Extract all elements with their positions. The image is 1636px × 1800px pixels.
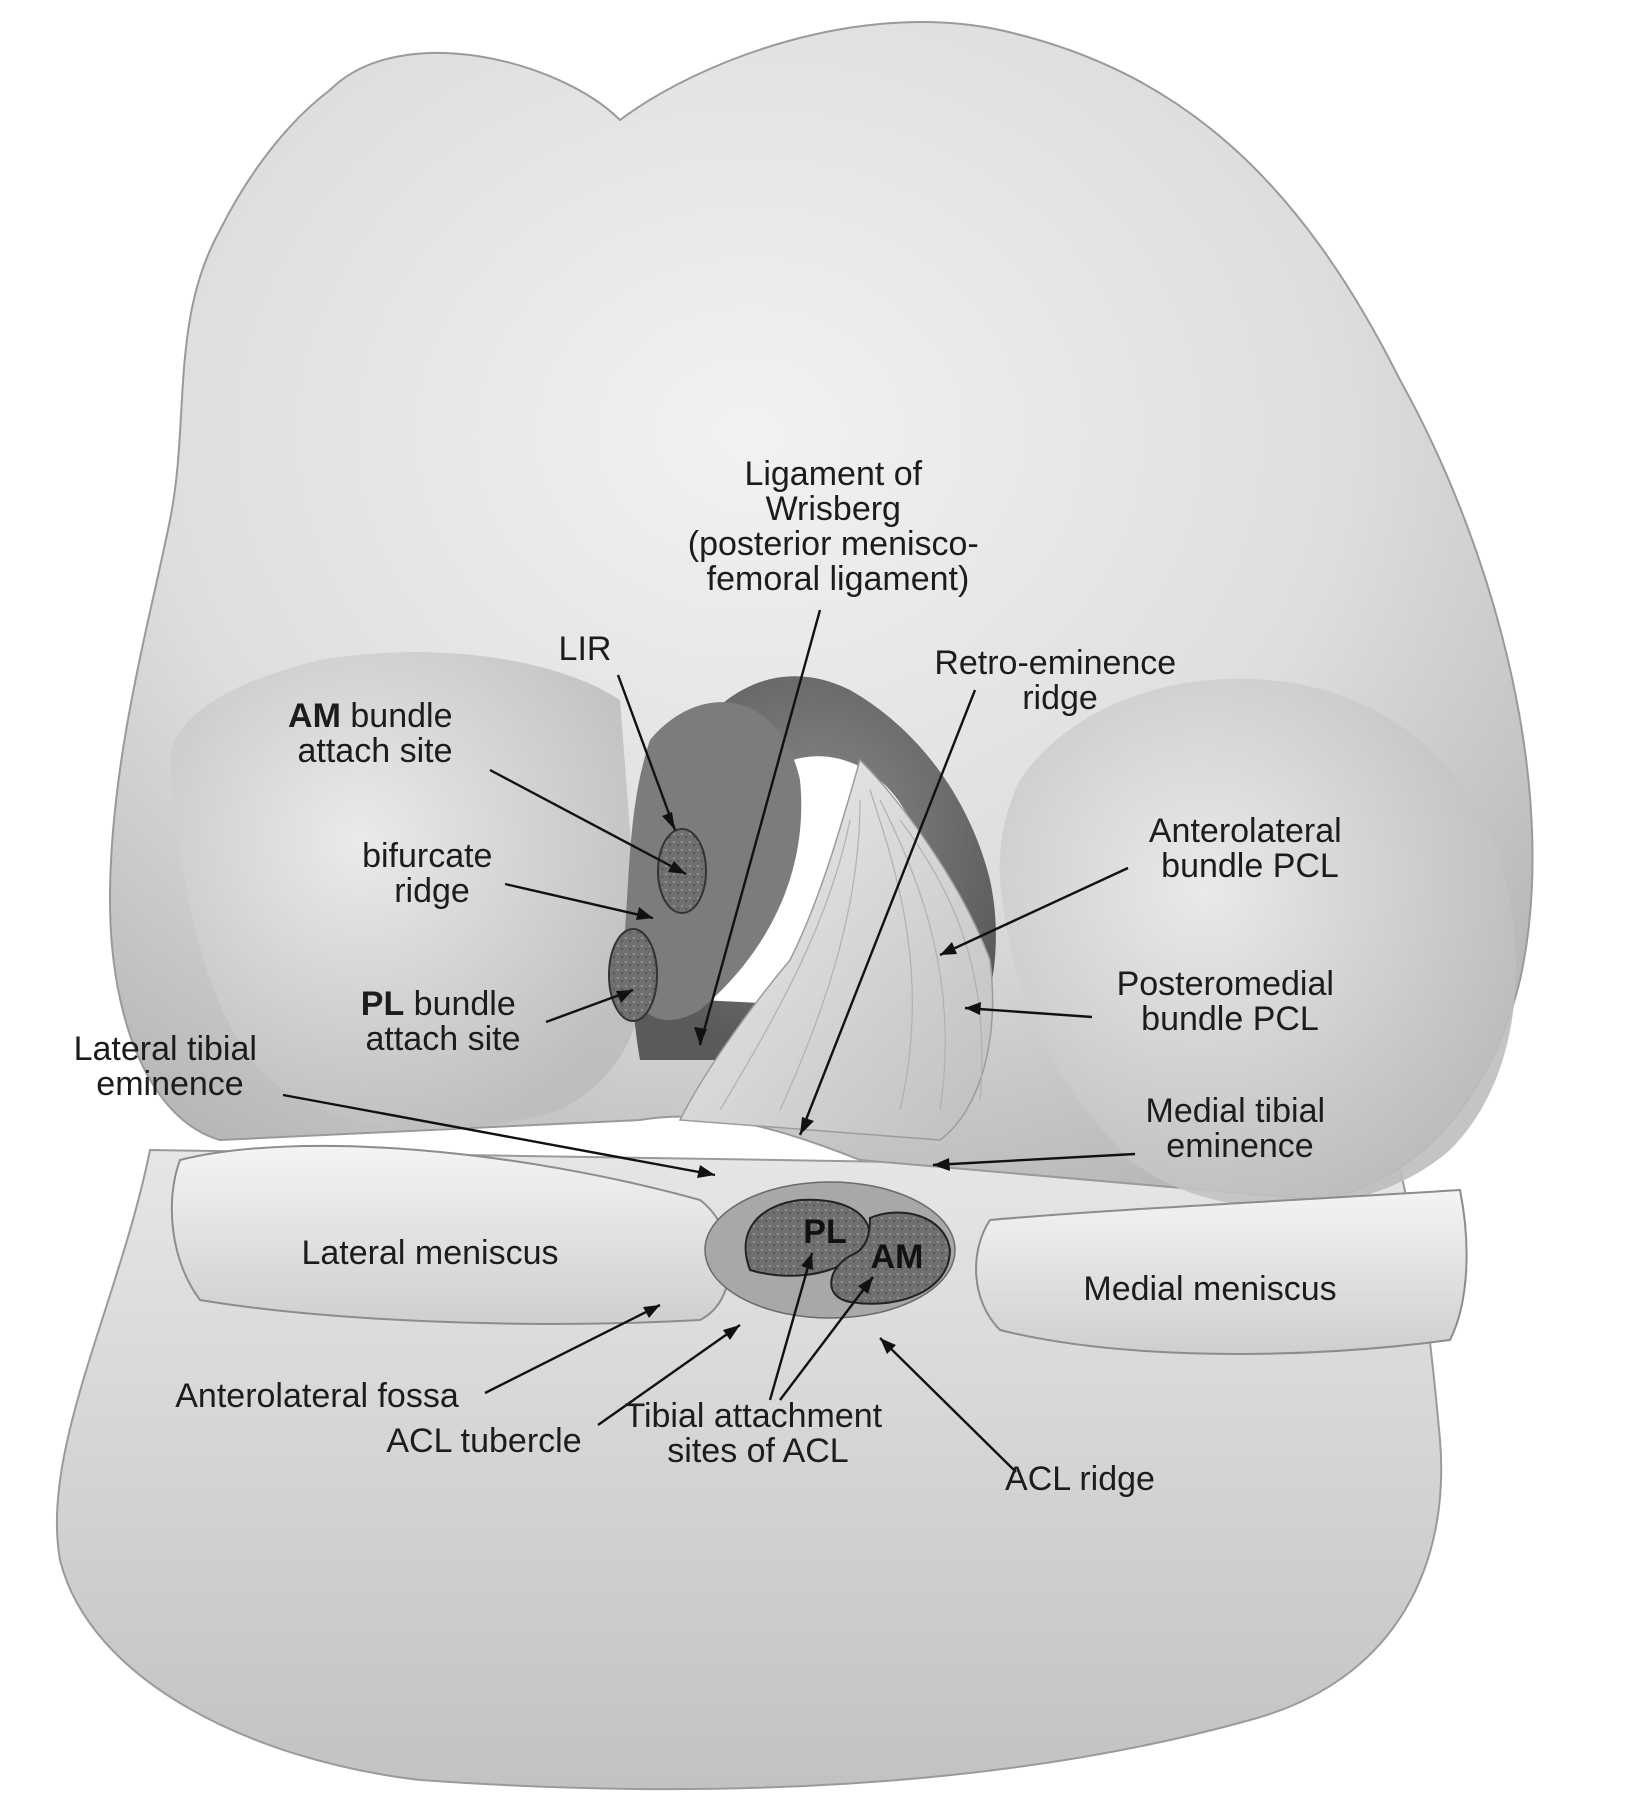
label-lateral-meniscus: Lateral meniscus — [301, 1234, 558, 1272]
medial-meniscus-shape — [975, 1188, 1468, 1355]
label-lateral-tibial-eminence: Lateral tibial eminence — [74, 1030, 267, 1103]
label-acl-tubercle: ACL tubercle — [386, 1422, 581, 1460]
label-medial-tibial-eminence: Medial tibial eminence — [1146, 1092, 1335, 1165]
label-retro-eminence-ridge: Retro-eminence ridge — [934, 644, 1185, 717]
label-tibial-site-am: AM — [871, 1238, 924, 1276]
label-tibial-site-pl: PL — [803, 1213, 846, 1251]
label-ligament-of-wrisberg: Ligament of Wrisberg (posterior menisco-… — [688, 455, 988, 598]
label-bifurcate-ridge: bifurcate ridge — [362, 837, 502, 910]
tibial-am-site — [830, 1211, 952, 1305]
pcl-fiber-lines — [719, 789, 983, 1111]
tibial-pl-site — [744, 1198, 872, 1277]
label-acl-ridge: ACL ridge — [1005, 1460, 1155, 1498]
label-posteromedial-bundle-pcl: Posteromedial bundle PCL — [1117, 965, 1344, 1038]
label-lir: LIR — [559, 630, 612, 668]
label-anterolateral-fossa: Anterolateral fossa — [175, 1377, 459, 1415]
leader-lines — [282, 609, 1136, 1473]
label-am-bundle-attach-site: AM bundle attach site — [288, 697, 462, 770]
lateral-meniscus-shape — [170, 1144, 731, 1325]
medial-femoral-condyle — [999, 678, 1516, 1208]
lateral-femoral-condyle — [170, 652, 642, 1130]
label-pl-bundle-attach-site: PL bundle attach site — [361, 985, 525, 1058]
label-tibial-attachment-sites-of-acl: Tibial attachment sites of ACL — [624, 1397, 891, 1470]
femoral-notch-wall — [624, 702, 802, 1021]
label-anterolateral-bundle-pcl: Anterolateral bundle PCL — [1149, 812, 1351, 885]
label-medial-meniscus: Medial meniscus — [1083, 1270, 1336, 1308]
pl-bundle-femoral-site — [608, 928, 658, 1022]
